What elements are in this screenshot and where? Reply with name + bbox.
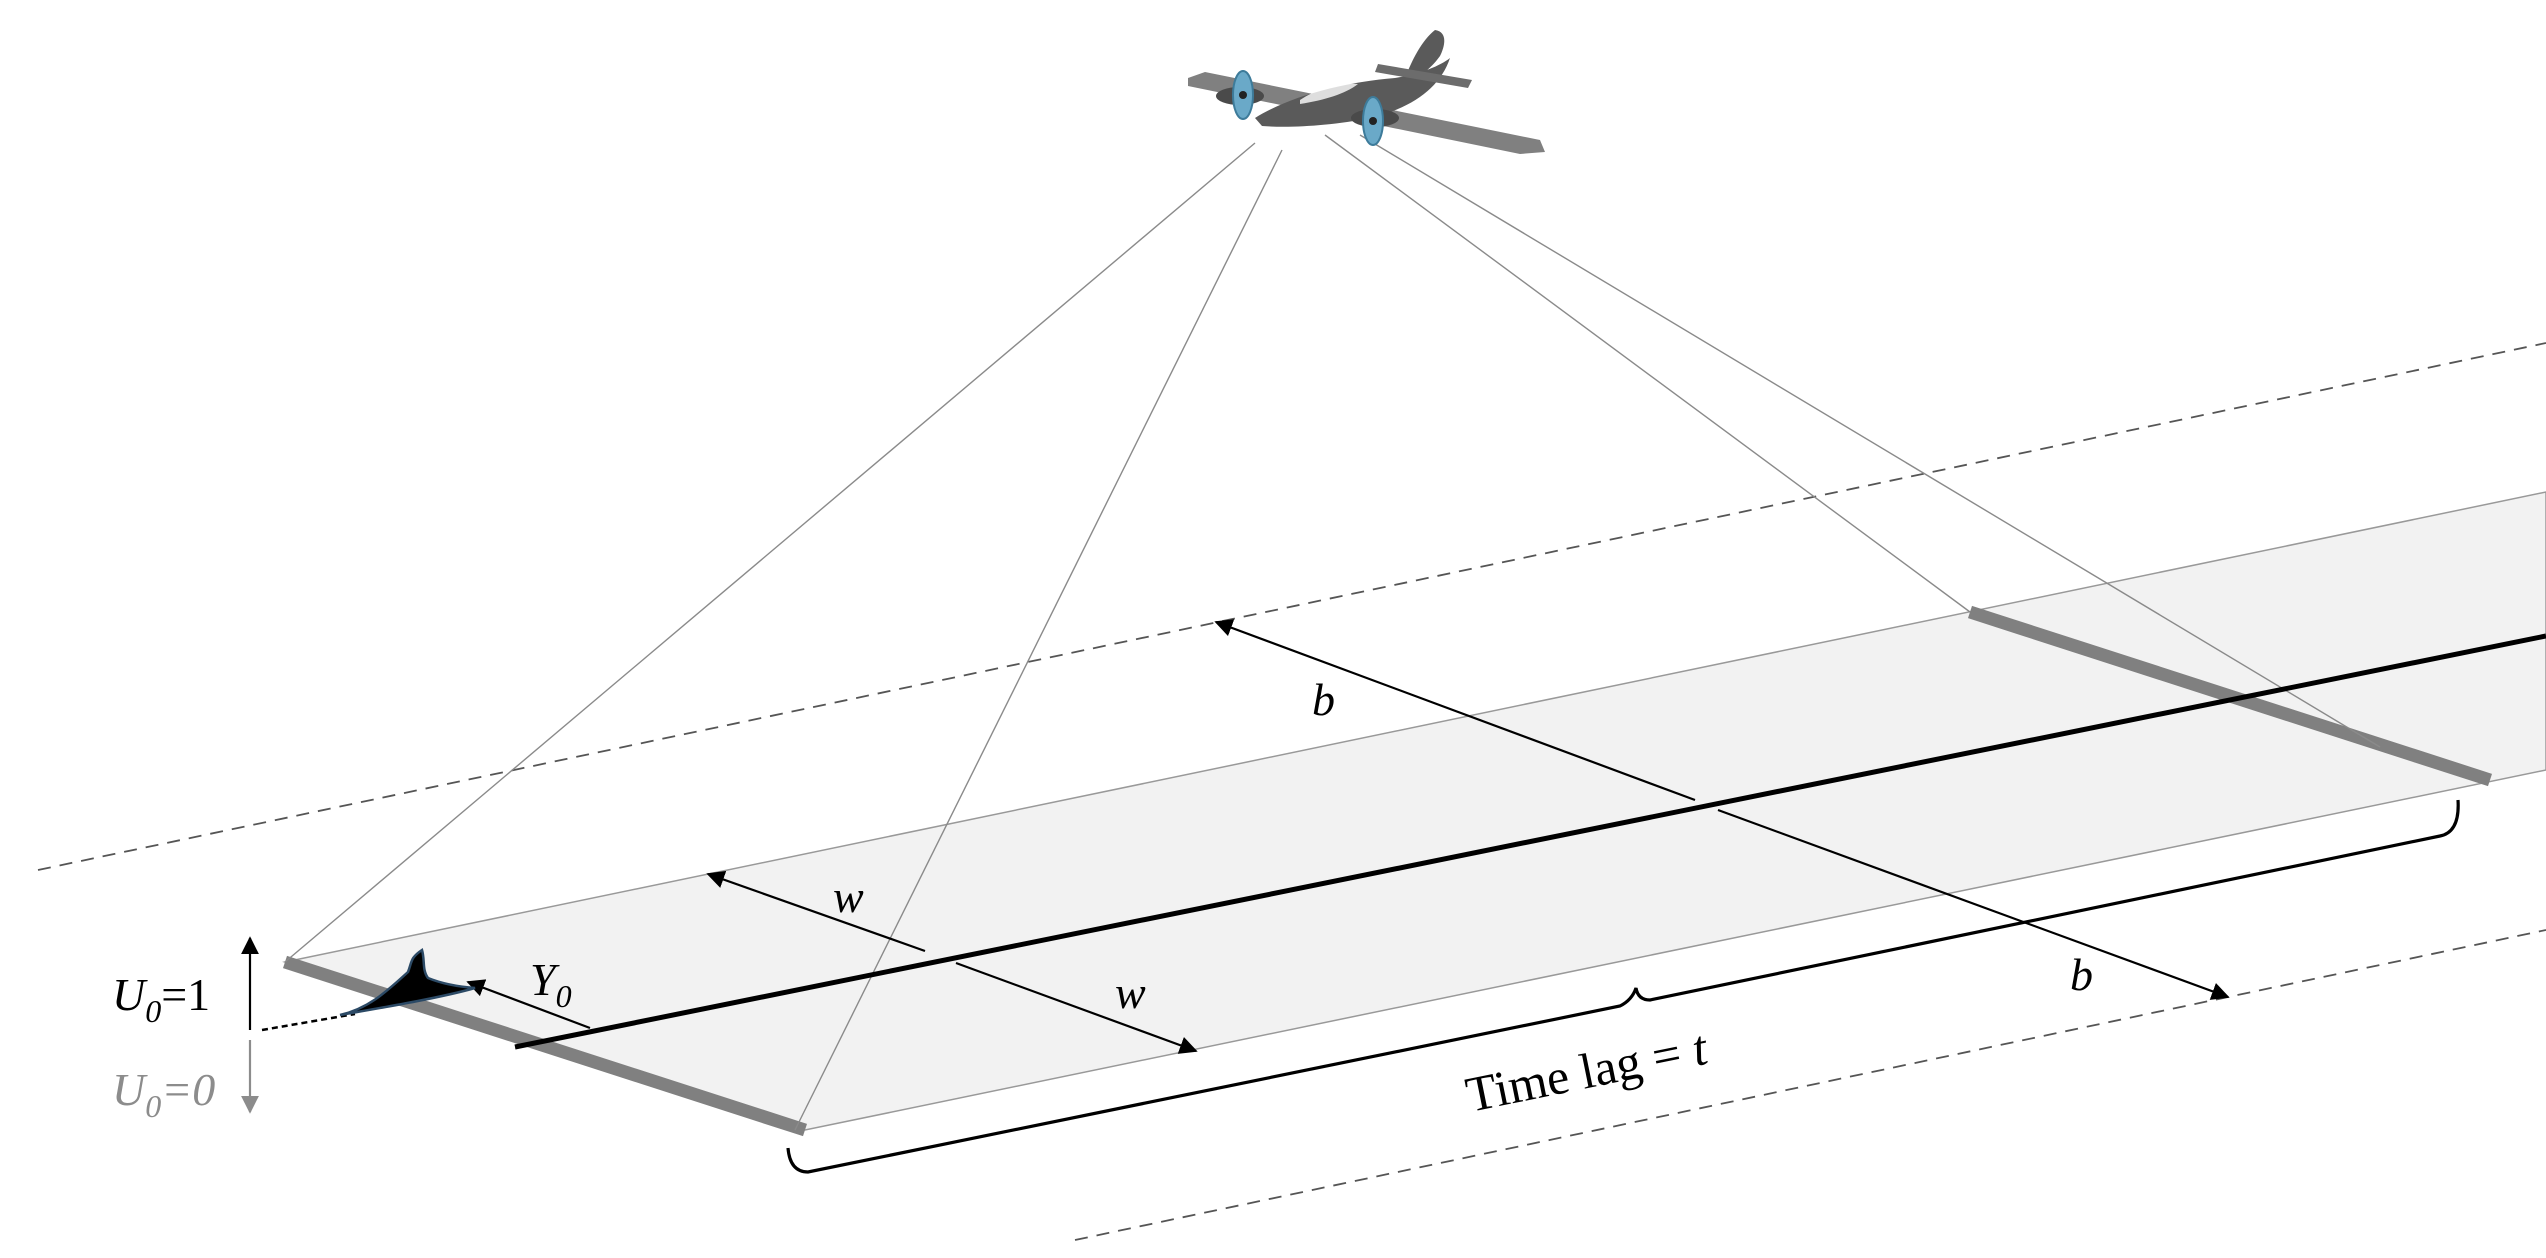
w-upper-label: w (833, 871, 864, 922)
u0-zero-value: =0 (161, 1064, 215, 1115)
w-lower-label: w (1115, 967, 1146, 1018)
dolphin-fin-icon (339, 948, 476, 1017)
survey-strip (282, 491, 2546, 1131)
b-upper-arrow (1214, 619, 1696, 802)
aircraft-icon (1188, 30, 1545, 154)
u0-one-sub: 0 (145, 993, 161, 1029)
u0-zero-sub: 0 (145, 1088, 161, 1124)
u0-one-main: U (112, 969, 148, 1020)
y0-label-main: Y (530, 954, 560, 1005)
time-lag-prefix: Time lag = (1461, 1022, 1698, 1123)
u0-one-label: U0=1 (112, 969, 210, 1029)
b-lower-arrow (1717, 808, 2230, 1000)
time-lag-label: Time lag = t (1461, 1019, 1713, 1123)
lower-truncation-dashed-line (1074, 929, 2546, 1241)
viewing-cone-lines (284, 134, 2381, 1131)
y0-label-sub: 0 (556, 978, 572, 1014)
strip-rear-edge (283, 955, 807, 1137)
surface-dashed-line (261, 1012, 356, 1032)
time-lag-brace (786, 799, 2460, 1174)
u0-zero-label: U0=0 (112, 1064, 215, 1124)
b-upper-label: b (1312, 674, 1335, 725)
transect-line (514, 633, 2546, 1050)
w-upper-arrow (706, 870, 926, 953)
u0-one-value: =1 (161, 969, 210, 1020)
b-lower-label: b (2070, 949, 2093, 1000)
u0-zero-main: U (112, 1064, 148, 1115)
y0-label: Y0 (530, 954, 572, 1014)
upper-truncation-dashed-line (37, 342, 2546, 871)
strip-front-edge (1968, 605, 2492, 787)
y0-arrow (466, 979, 591, 1030)
w-lower-arrow (955, 961, 1198, 1054)
